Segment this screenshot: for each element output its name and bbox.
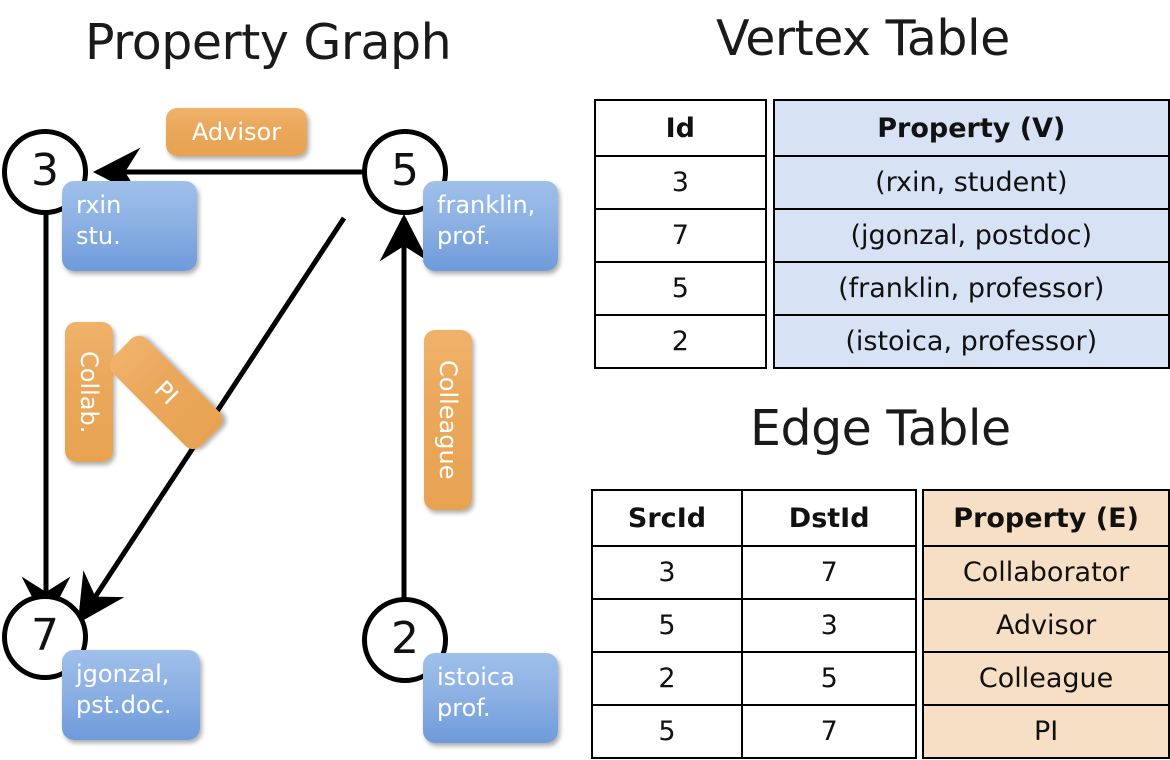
vertex-box-jgonzal-line2: pst.doc. xyxy=(76,690,172,719)
edge-row-2-property: Colleague xyxy=(922,651,1170,706)
vertex-box-rxin-line1: rxin xyxy=(76,191,122,219)
edge-row-1-src: 5 xyxy=(591,598,743,653)
edge-row-3-src: 5 xyxy=(591,704,743,759)
edge-row-2-src: 2 xyxy=(591,651,743,706)
vertex-table-column-gap xyxy=(765,209,774,262)
edge-row-0-src: 3 xyxy=(591,545,743,600)
vertex-box-jgonzal: jgonzal, pst.doc. xyxy=(62,650,200,740)
vertex-box-rxin-line2: stu. xyxy=(76,221,121,250)
graph-node-2-label: 2 xyxy=(391,612,419,664)
edge-label-collab-text: Collab. xyxy=(75,350,103,434)
vertex-box-franklin-line2: prof. xyxy=(437,221,491,250)
vertex-table: Id Property (V) 3 (rxin, student) 7 (jgo… xyxy=(594,99,1170,369)
vertex-table-header-id: Id xyxy=(594,99,767,157)
page-title-property-graph: Property Graph xyxy=(85,14,452,71)
vertex-table-header-property: Property (V) xyxy=(772,99,1170,157)
vertex-row-0-id: 3 xyxy=(594,155,767,210)
vertex-table-column-gap xyxy=(765,262,774,315)
edge-row-0-dst: 7 xyxy=(740,545,918,600)
vertex-box-istoica: istoica prof. xyxy=(423,653,558,743)
vertex-row-2-property: (franklin, professor) xyxy=(772,261,1170,316)
vertex-box-franklin-line1: franklin, xyxy=(437,191,536,219)
table-row: 3 (rxin, student) xyxy=(594,155,1170,210)
edge-label-colleague-text: Colleague xyxy=(434,360,462,480)
page-title-edge-table: Edge Table xyxy=(750,400,1011,457)
edge-table: SrcId DstId Property (E) 3 7 Collaborato… xyxy=(591,489,1170,759)
edge-label-pi-text: PI xyxy=(148,374,184,411)
edge-table-column-gap xyxy=(916,490,924,546)
table-row: 5 3 Advisor xyxy=(591,598,1170,653)
vertex-table-column-gap xyxy=(765,156,774,209)
property-graph-diagram: 3 rxin stu. 5 franklin, prof. 7 jgonzal,… xyxy=(0,90,580,760)
vertex-box-rxin: rxin stu. xyxy=(62,181,197,271)
vertex-row-3-property: (istoica, professor) xyxy=(772,314,1170,369)
edge-row-1-dst: 3 xyxy=(740,598,918,653)
vertex-box-istoica-line1: istoica xyxy=(437,663,515,691)
edge-table-column-gap xyxy=(916,599,924,652)
vertex-box-jgonzal-line1: jgonzal, xyxy=(76,660,170,688)
vertex-box-franklin: franklin, prof. xyxy=(423,181,558,271)
edge-row-0-property: Collaborator xyxy=(922,545,1170,600)
edge-row-1-property: Advisor xyxy=(922,598,1170,653)
graph-node-5-label: 5 xyxy=(391,144,419,196)
table-row: 7 (jgonzal, postdoc) xyxy=(594,208,1170,263)
graph-node-3-label: 3 xyxy=(31,144,59,196)
vertex-table-column-gap xyxy=(765,315,774,368)
edge-row-2-dst: 5 xyxy=(740,651,918,706)
page-title-vertex-table: Vertex Table xyxy=(716,10,1010,67)
edge-row-3-property: PI xyxy=(922,704,1170,759)
edge-table-header-row: SrcId DstId Property (E) xyxy=(591,489,1170,547)
vertex-row-3-id: 2 xyxy=(594,314,767,369)
edge-table-header-property: Property (E) xyxy=(922,489,1170,547)
edge-table-header-srcid: SrcId xyxy=(591,489,743,547)
table-row: 3 7 Collaborator xyxy=(591,545,1170,600)
graph-node-7-label: 7 xyxy=(31,609,59,661)
table-row: 5 7 PI xyxy=(591,704,1170,759)
edge-table-column-gap xyxy=(916,652,924,705)
edge-table-column-gap xyxy=(916,705,924,758)
edge-label-advisor-text: Advisor xyxy=(191,118,282,146)
edge-table-header-dstid: DstId xyxy=(740,489,918,547)
vertex-row-0-property: (rxin, student) xyxy=(772,155,1170,210)
edge-label-colleague: Colleague xyxy=(424,330,472,510)
edge-table-column-gap xyxy=(916,546,924,599)
table-row: 5 (franklin, professor) xyxy=(594,261,1170,316)
edge-row-3-dst: 7 xyxy=(740,704,918,759)
vertex-table-column-gap xyxy=(765,100,774,156)
vertex-row-1-property: (jgonzal, postdoc) xyxy=(772,208,1170,263)
table-row: 2 5 Colleague xyxy=(591,651,1170,706)
edge-label-collab: Collab. xyxy=(65,322,113,462)
vertex-row-2-id: 5 xyxy=(594,261,767,316)
vertex-table-header-row: Id Property (V) xyxy=(594,99,1170,157)
vertex-box-istoica-line2: prof. xyxy=(437,693,491,722)
graph-node-3[interactable]: 3 xyxy=(2,129,88,215)
vertex-row-1-id: 7 xyxy=(594,208,767,263)
table-row: 2 (istoica, professor) xyxy=(594,314,1170,369)
edge-label-advisor: Advisor xyxy=(166,108,307,156)
graph-node-5[interactable]: 5 xyxy=(362,129,448,215)
